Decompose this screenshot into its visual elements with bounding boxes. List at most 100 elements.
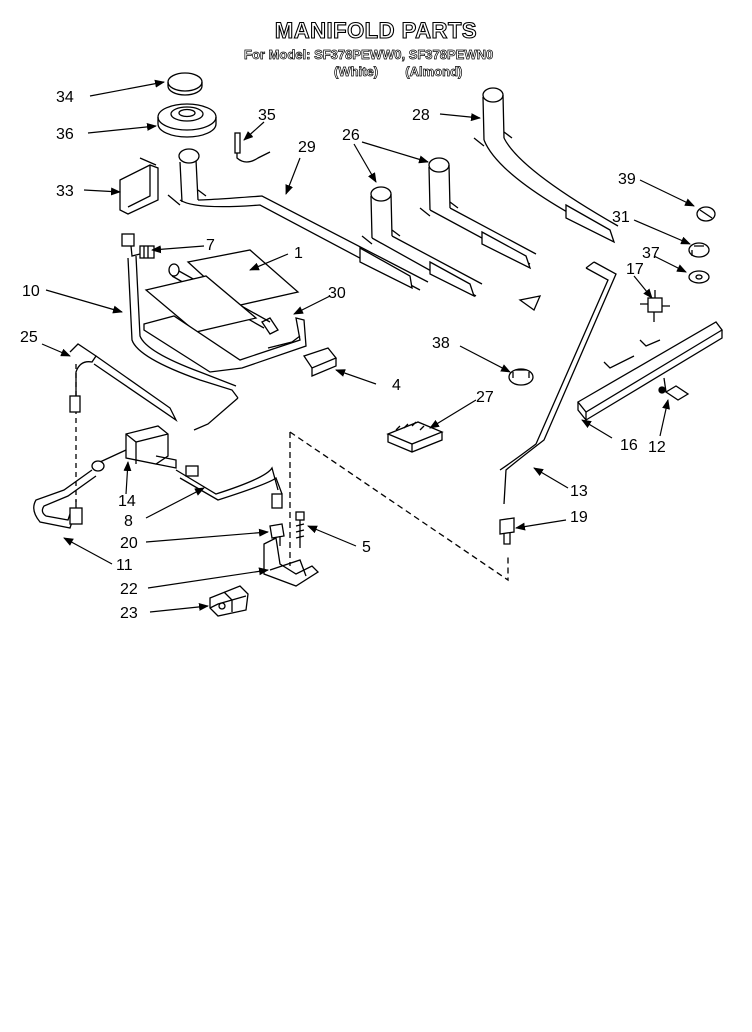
leader-33: [83, 187, 121, 196]
leader-37: [653, 255, 687, 273]
part-label-37: 37: [642, 245, 660, 262]
burner-tube-26-right: [419, 157, 537, 270]
part-label-13: 13: [570, 483, 588, 500]
knob-31: [688, 242, 710, 258]
leader-25: [41, 343, 71, 357]
part-label-27: 27: [476, 389, 494, 406]
part-label-22: 22: [120, 581, 138, 598]
screw-5: [295, 511, 305, 548]
leader-1: [249, 253, 289, 271]
valve-23: [209, 585, 249, 617]
manifold-pipe-16: [577, 321, 723, 422]
valve-17: [640, 290, 670, 322]
leader-4: [335, 369, 377, 385]
variant-almond: (Almond): [405, 64, 463, 80]
leader-20: [145, 528, 269, 543]
tube-8: [175, 465, 283, 509]
knob-38: [508, 368, 534, 386]
part-label-19: 19: [570, 509, 588, 526]
igniter-electrode-35: [234, 132, 271, 163]
part-label-12: 12: [648, 439, 666, 456]
leader-7: [151, 245, 205, 254]
supply-tube-end: [193, 397, 239, 431]
tube-13: [499, 261, 617, 505]
leader-29: [285, 157, 301, 195]
part-label-4: 4: [392, 377, 401, 394]
bracket-22: [263, 537, 320, 587]
leader-36: [87, 122, 157, 134]
part-label-30: 30: [328, 285, 346, 302]
part-label-1: 1: [294, 245, 303, 262]
leader-26b: [361, 141, 429, 164]
leader-17: [633, 275, 653, 299]
part-label-36: 36: [56, 126, 74, 143]
part-label-25: 25: [20, 329, 38, 346]
part-label-23: 23: [120, 605, 138, 622]
model-prefix: For Model:: [244, 47, 311, 63]
burner-tube-29: [167, 148, 429, 291]
thermocouple-25: [69, 343, 178, 422]
fitting-7: [139, 245, 155, 259]
leader-5: [307, 525, 357, 547]
supply-tube-10: [127, 257, 239, 399]
burner-cap-34: [167, 72, 203, 96]
part-label-31: 31: [612, 209, 630, 226]
part-label-33: 33: [56, 183, 74, 200]
regulator-14: [91, 425, 177, 472]
heat-shield-30: [143, 315, 307, 373]
model-numbers: SF378PEWW0, SF378PEWN0: [314, 47, 494, 63]
leader-30: [293, 295, 331, 315]
part-label-35: 35: [258, 107, 276, 124]
part-label-11: 11: [116, 557, 133, 574]
burner-tube-26-left: [361, 186, 483, 298]
part-label-5: 5: [362, 539, 371, 556]
switch-27: [386, 421, 444, 453]
part-label-28: 28: [412, 107, 430, 124]
part-label-14: 14: [118, 493, 136, 510]
leader-11: [63, 537, 113, 565]
leader-10: [45, 289, 123, 314]
leader-23: [149, 602, 209, 613]
tube-11: [33, 469, 97, 529]
leader-12: [659, 399, 670, 437]
leader-35: [243, 121, 265, 141]
part-label-10: 10: [22, 283, 40, 300]
part-label-8: 8: [124, 513, 133, 530]
burner-head-36: [157, 103, 217, 138]
bracket-4: [302, 347, 338, 377]
model-line: For Model: SF378PEWW0, SF378PEWN0: [244, 47, 494, 63]
leader-14: [123, 461, 132, 495]
heat-shield-1: [144, 249, 300, 333]
part-label-34: 34: [56, 89, 74, 106]
variant-line: (White) (Almond): [334, 64, 463, 80]
variant-white: (White): [334, 64, 379, 80]
part-label-20: 20: [120, 535, 138, 552]
leader-38: [459, 345, 511, 373]
page-title: MANIFOLD PARTS: [274, 17, 478, 43]
clip-12: [663, 377, 690, 401]
part-label-7: 7: [206, 237, 215, 254]
part-label-39: 39: [618, 171, 636, 188]
leader-8: [145, 487, 205, 519]
leader-16: [581, 419, 613, 439]
part-label-29: 29: [298, 139, 316, 156]
burner-tube-28: [473, 87, 619, 244]
leader-28: [439, 113, 481, 122]
fitting-19: [499, 517, 515, 545]
leader-34: [89, 79, 165, 97]
part-label-38: 38: [432, 335, 450, 352]
knob-39: [696, 206, 716, 222]
part-label-16: 16: [620, 437, 638, 454]
leader-22: [147, 567, 269, 589]
washer-37: [688, 270, 710, 284]
fitting-20: [269, 523, 285, 548]
bracket-33: [119, 157, 159, 215]
part-label-26: 26: [342, 127, 360, 144]
leader-27: [429, 399, 477, 429]
leader-26a: [353, 143, 377, 183]
leader-19: [515, 519, 567, 531]
leader-31: [633, 219, 691, 245]
leader-39: [639, 179, 695, 207]
leader-13: [533, 467, 569, 489]
